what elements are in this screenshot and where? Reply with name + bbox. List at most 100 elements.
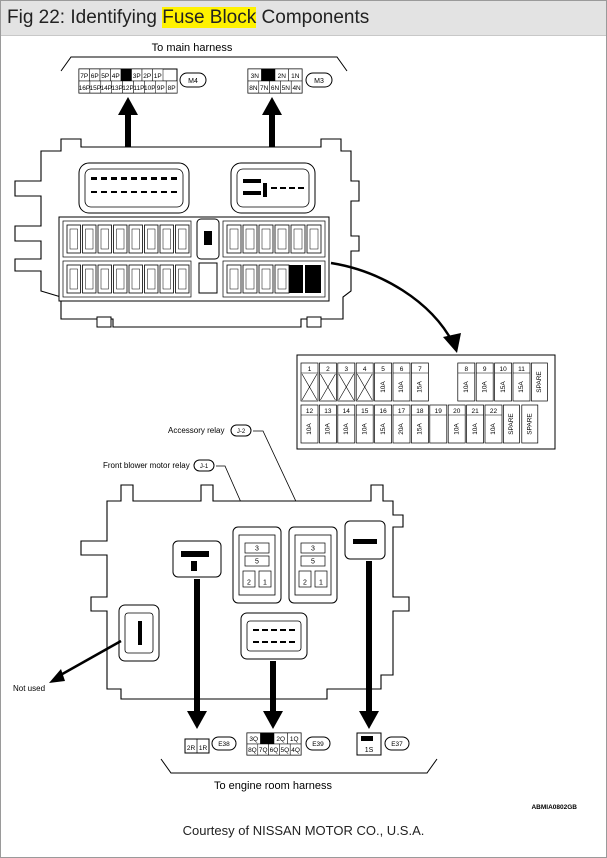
e39-socket-pin (253, 629, 259, 631)
m4-bottom-pin-label: 15P (90, 85, 102, 92)
fuse-cell (494, 362, 512, 402)
fuse-slot-inner (131, 228, 140, 250)
fuse-number: 6 (400, 366, 404, 373)
fuse-slot-inner (85, 228, 94, 250)
fuse-slot-relay (289, 265, 303, 293)
fuse-empty-cross (320, 373, 336, 401)
front-blower-relay-pin-box (244, 555, 270, 567)
arrow-head-e39 (263, 711, 283, 729)
m4-top-pin-label: 1P (154, 73, 162, 80)
m4-socket-pin (101, 177, 107, 180)
fuse-rating: 10A (463, 381, 470, 393)
e38-tag-text: E38 (218, 741, 230, 748)
engine-harness-arrows (187, 561, 379, 729)
fuse-cell (337, 404, 356, 444)
title-prefix: Fig 22: Identifying (7, 7, 163, 28)
fuse-number: 15 (361, 408, 369, 415)
m4-top-pin-label: 6P (91, 73, 99, 80)
figure-code: ABMIA0802GB (531, 804, 577, 811)
fuse-slot-relay (305, 265, 321, 293)
fuse-number: 3 (344, 366, 348, 373)
m4-socket-pin (161, 177, 167, 180)
m4-socket-pin (151, 177, 157, 180)
fuse-slot (226, 224, 242, 254)
fuse-number: 5 (381, 366, 385, 373)
fuse-rating: 10A (325, 423, 332, 435)
m4-socket-pin (121, 191, 127, 193)
m4-tag (179, 72, 207, 88)
m4-socket-pin (171, 191, 177, 193)
fuse-row-2-left (62, 260, 192, 298)
accessory-relay-pin-label: 2 (303, 580, 307, 587)
fuse-rating: 15A (417, 423, 424, 435)
e39-socket-pin (271, 641, 277, 643)
fuse-cell (337, 362, 356, 402)
m4-top-pin-label: 2P (143, 73, 151, 80)
m4-bottom-pin-label: 8P (168, 85, 176, 92)
e39-socket-pin (253, 641, 259, 643)
front-blower-relay-pin-box (258, 570, 272, 588)
m3-socket-pin (280, 187, 286, 189)
m4-socket (78, 162, 190, 214)
fuse-cell (429, 404, 448, 444)
front-blower-relay-pin-box (242, 570, 256, 588)
accessory-relay-pin-box (298, 570, 312, 588)
m3-top-cell (261, 68, 276, 82)
fuse-cell (503, 404, 520, 444)
j1-tag-text: J-1 (200, 464, 209, 470)
fuse-cell (484, 404, 503, 444)
m3-bottom-pin-label: 5N (282, 85, 291, 92)
e38-socket-pin (181, 551, 209, 557)
fuse-empty-cross (301, 373, 318, 401)
fuse-rating: 15A (417, 381, 424, 393)
e39-top-pin-label: 3Q (249, 736, 258, 743)
fuse-slot (128, 264, 143, 294)
fuse-rating: SPARE (527, 413, 534, 435)
fuse-slot (274, 224, 290, 254)
e39-top-pin-label: 1Q (290, 736, 299, 743)
fuse-slot-inner (178, 228, 187, 250)
main-harness-label: To main harness (152, 42, 233, 54)
fuse-slot (290, 224, 306, 254)
fuse-number: 9 (483, 366, 487, 373)
m4-tag-text: M4 (188, 78, 198, 85)
m4-top-pin-label: 3P (133, 73, 141, 80)
m4-socket-pin (111, 191, 117, 193)
m4-bottom-pin-label: 16P (79, 85, 91, 92)
fuse-cell (466, 404, 484, 444)
m3-socket-pin (243, 191, 261, 195)
fuse-row-1-left (62, 220, 192, 258)
front-blower-relay-pin-label: 1 (263, 580, 267, 587)
title-bar: Fig 22: Identifying Fuse Block Component… (1, 1, 606, 36)
m4-socket-pin (101, 191, 107, 193)
arrow-head-e37 (359, 711, 379, 729)
fuse-rating: 10A (481, 381, 488, 393)
fuse-slot (97, 224, 112, 254)
fuse-slot-inner (69, 228, 78, 250)
m4-socket-pin (121, 177, 127, 180)
fuse-cell (319, 404, 337, 444)
fuse-slot-inner (229, 268, 239, 290)
fuse-slot (159, 264, 174, 294)
accessory-relay-pin-box (300, 542, 326, 554)
fuse-number: 14 (343, 408, 351, 415)
fuse-cell (447, 404, 466, 444)
m4-top-pin-label: 7P (80, 73, 88, 80)
e39-bottom-pin-label: 7Q (259, 747, 268, 754)
accessory-relay-pin-box (314, 570, 328, 588)
m4-top-pin-label: 4P (112, 73, 120, 80)
e39-top-cell (260, 732, 275, 745)
fuse-number: 2 (326, 366, 330, 373)
m3-top-pin-label: 2N (278, 73, 287, 80)
fuse-table-pointer (330, 261, 455, 344)
m4-socket-pin (91, 191, 97, 193)
m4-socket-pin (111, 177, 117, 180)
unused-socket-pin (138, 621, 142, 645)
not-used-label: Not used (13, 684, 45, 693)
m4-top-pin-label: 5P (101, 73, 109, 80)
fuse-empty-cross (338, 373, 355, 401)
